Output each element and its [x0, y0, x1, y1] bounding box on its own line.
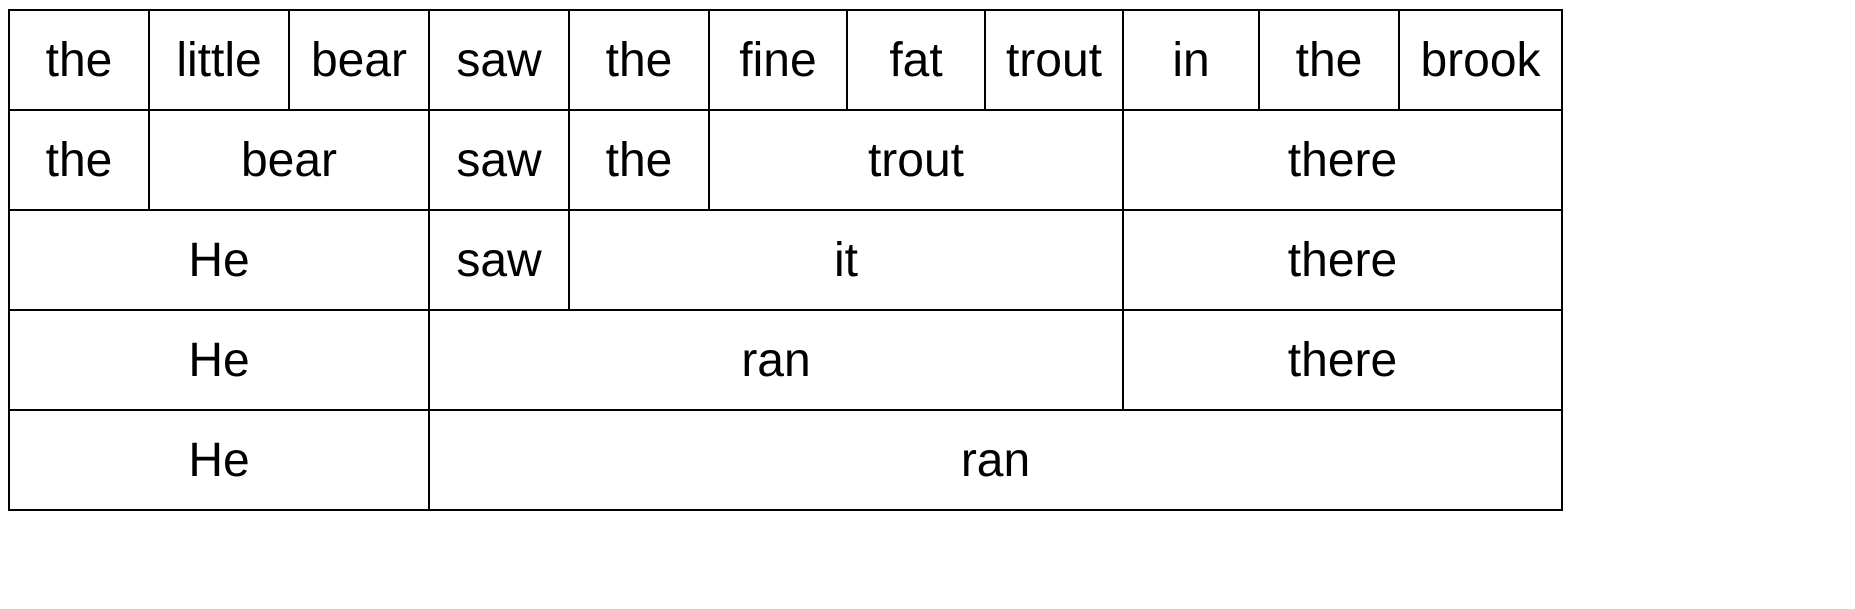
- diagram-cell: He: [8, 209, 430, 311]
- diagram-cell: saw: [428, 9, 570, 111]
- cell-word: the: [605, 33, 673, 87]
- diagram-cell: it: [568, 209, 1124, 311]
- cell-word: saw: [456, 133, 542, 187]
- cell-word: bear: [310, 33, 408, 87]
- diagram-cell: brook: [1398, 9, 1563, 111]
- cell-word: it: [834, 233, 858, 287]
- diagram-cell: there: [1122, 309, 1563, 411]
- cell-word: little: [176, 33, 262, 87]
- diagram-cell: He: [8, 309, 430, 411]
- cell-word: fine: [739, 33, 817, 87]
- cell-word: the: [45, 33, 113, 87]
- cell-word: in: [1172, 33, 1210, 87]
- diagram-cell: the: [568, 9, 710, 111]
- cell-word: fat: [889, 33, 943, 87]
- cell-word: the: [605, 133, 673, 187]
- diagram-cell: saw: [428, 109, 570, 211]
- diagram-cell: bear: [148, 109, 430, 211]
- diagram-cell: the: [568, 109, 710, 211]
- cell-word: there: [1287, 233, 1398, 287]
- diagram-cell: the: [1258, 9, 1400, 111]
- cell-word: He: [188, 433, 250, 487]
- diagram-cell: bear: [288, 9, 430, 111]
- cell-word: He: [188, 233, 250, 287]
- diagram-cell: ran: [428, 409, 1563, 511]
- diagram-cell: fine: [708, 9, 848, 111]
- diagram-cell: trout: [708, 109, 1124, 211]
- cell-word: trout: [867, 133, 965, 187]
- cell-word: ran: [960, 433, 1031, 487]
- cell-word: trout: [1005, 33, 1103, 87]
- diagram-cell: the: [8, 9, 150, 111]
- diagram-cell: He: [8, 409, 430, 511]
- diagram-cell: the: [8, 109, 150, 211]
- diagram-cell: in: [1122, 9, 1260, 111]
- cell-word: bear: [240, 133, 338, 187]
- cell-word: saw: [456, 33, 542, 87]
- cell-word: there: [1287, 333, 1398, 387]
- diagram-cell: there: [1122, 209, 1563, 311]
- cell-word: saw: [456, 233, 542, 287]
- diagram-cell: trout: [984, 9, 1124, 111]
- cell-word: He: [188, 333, 250, 387]
- cell-word: ran: [741, 333, 811, 387]
- cell-word: the: [1295, 33, 1363, 87]
- diagram-cell: there: [1122, 109, 1563, 211]
- cell-word: brook: [1420, 33, 1541, 87]
- cell-word: the: [45, 133, 113, 187]
- diagram-cell: little: [148, 9, 290, 111]
- diagram-cell: saw: [428, 209, 570, 311]
- cell-word: there: [1287, 133, 1398, 187]
- diagram-cell: fat: [846, 9, 986, 111]
- diagram-cell: ran: [428, 309, 1124, 411]
